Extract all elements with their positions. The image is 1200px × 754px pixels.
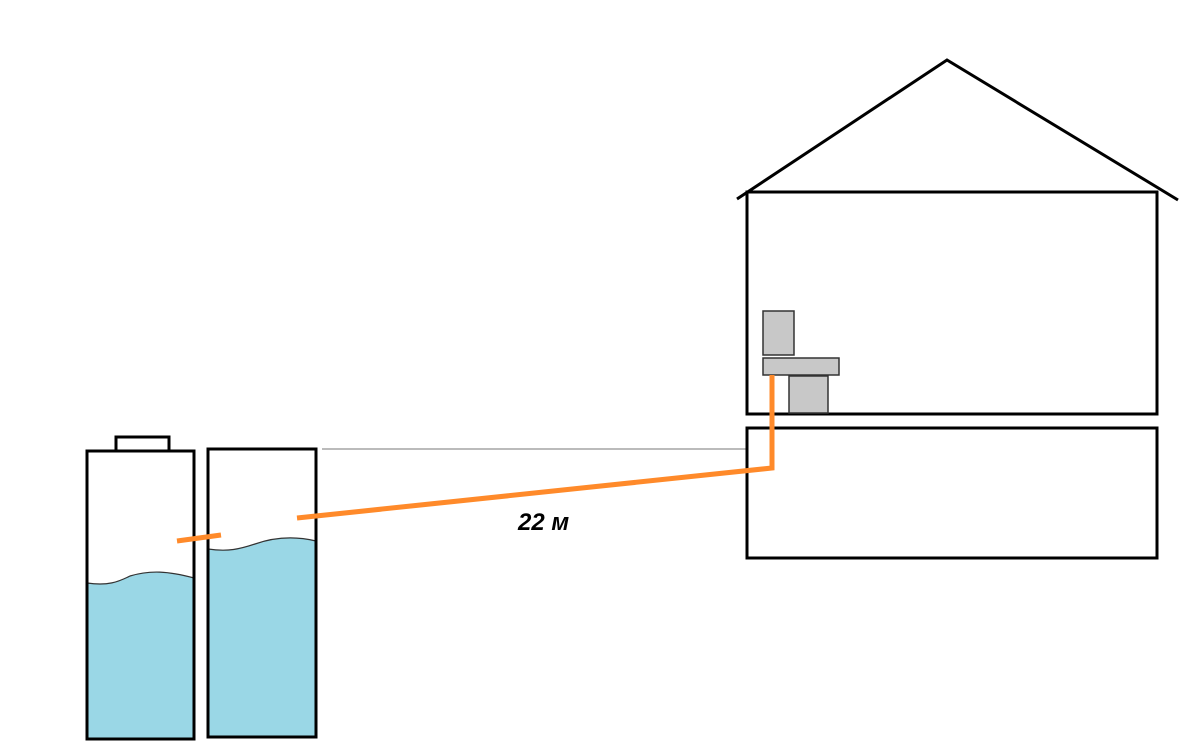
pipe-length-label: 22 м bbox=[517, 509, 569, 536]
toilet-seat bbox=[762, 357, 840, 376]
tank-left-water-surface bbox=[86, 571, 195, 585]
house-roof bbox=[736, 58, 1179, 202]
tank-left-water bbox=[87, 572, 194, 739]
overflow-pipe bbox=[176, 532, 222, 544]
tank-right-water-surface bbox=[207, 537, 317, 551]
toilet-base bbox=[788, 375, 829, 414]
sewer-pipe bbox=[296, 375, 775, 521]
house-floor bbox=[745, 190, 1159, 416]
tank-right-water bbox=[208, 537, 316, 737]
toilet-icon bbox=[762, 310, 840, 414]
house-basement bbox=[745, 426, 1159, 560]
tank-left-lid bbox=[114, 435, 171, 453]
toilet-tank bbox=[762, 310, 795, 356]
house-icon bbox=[736, 58, 1179, 560]
tank-right-body bbox=[206, 447, 318, 739]
tank-left bbox=[85, 435, 196, 741]
tank-right bbox=[206, 447, 318, 739]
